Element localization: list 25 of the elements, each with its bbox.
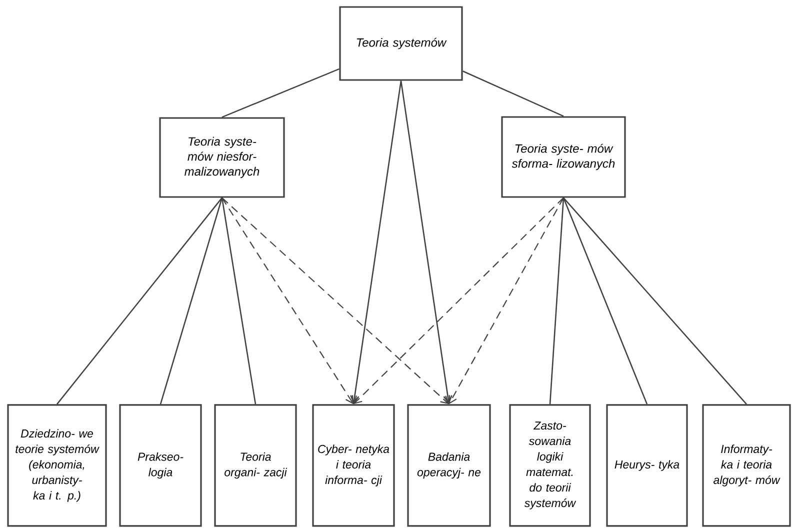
connector xyxy=(400,80,452,404)
box: Heurys- tyka xyxy=(606,404,688,527)
box: Cyber- netyka i teoria informa- cji xyxy=(312,404,395,527)
connector xyxy=(56,197,223,405)
box: Teoria systemów xyxy=(339,6,463,81)
box: Teoria organi- zacji xyxy=(214,404,297,527)
connector xyxy=(222,68,340,118)
connector xyxy=(222,197,449,404)
connector xyxy=(350,80,402,404)
connector xyxy=(448,198,564,404)
box: Teoria syste- mów sforma- lizowanych xyxy=(501,116,626,198)
box: Teoria syste- mów niesfor- malizowanych xyxy=(159,117,285,198)
box: Zasto- sowania logiki matemat. do teorii systemów xyxy=(509,404,591,527)
connector xyxy=(160,198,223,404)
connector xyxy=(222,198,354,404)
box: Badania operacyj- ne xyxy=(407,404,491,527)
connector xyxy=(354,197,564,404)
connector xyxy=(562,198,648,404)
connector xyxy=(563,197,747,405)
connector xyxy=(462,70,564,117)
connector xyxy=(221,198,256,404)
connector xyxy=(549,198,564,404)
box: Informaty- ka i teoria algoryt- mów xyxy=(702,404,791,527)
box: Dziedzino- we teorie systemów (ekonomia, urbanisty- ka i t. p.) xyxy=(7,404,107,527)
box: Prakseo- logia xyxy=(119,404,202,527)
